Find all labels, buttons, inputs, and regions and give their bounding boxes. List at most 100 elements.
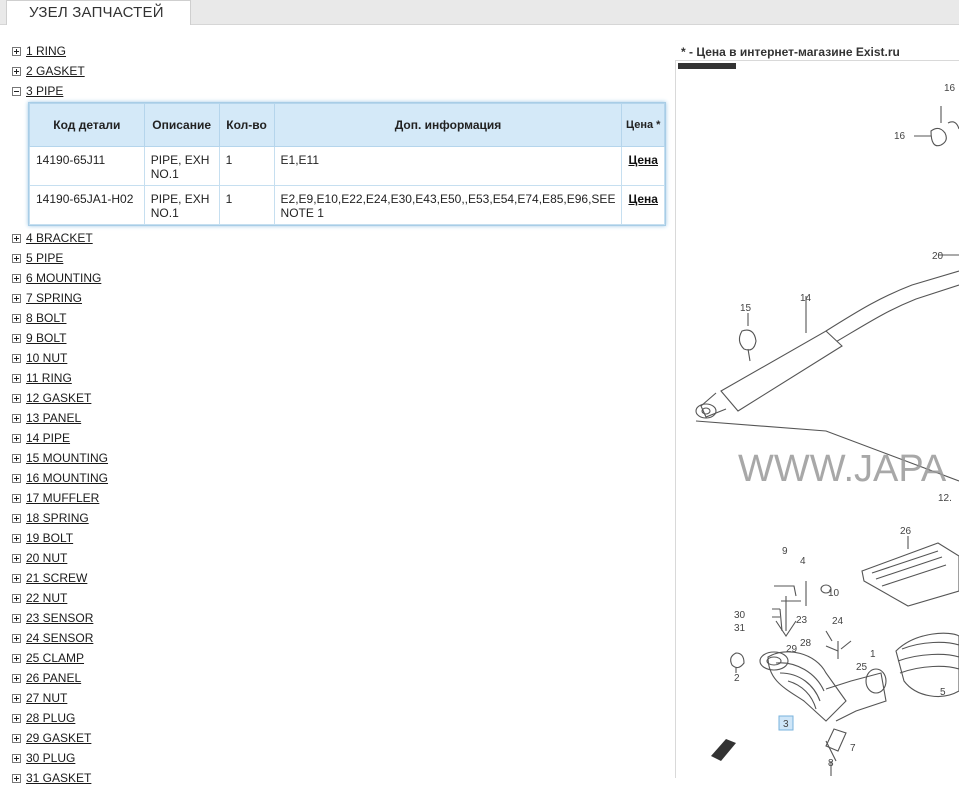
tree-item: 17 MUFFLER [12,488,672,508]
expand-icon[interactable] [12,713,21,723]
tree-item-link[interactable]: 14 PIPE [26,431,71,445]
expand-icon[interactable] [12,513,21,523]
tree-item-link[interactable]: 11 RING [26,371,72,385]
tree-item-link[interactable]: 24 SENSOR [26,631,94,645]
tree-item-link[interactable]: 21 SCREW [26,571,88,585]
tree-item: 27 NUT [12,688,672,708]
cell-qty: 1 [218,146,275,186]
expand-icon[interactable] [12,333,21,343]
expand-icon[interactable] [12,733,21,743]
cell-desc: PIPE, EXH NO.1 [143,185,220,225]
tree-item: 7 SPRING [12,288,672,308]
tree-item-link[interactable]: 12 GASKET [26,391,92,405]
tree-item: 3 PIPE [12,81,672,101]
tree-item-link[interactable]: 27 NUT [26,691,68,705]
tree-item: 10 NUT [12,348,672,368]
expand-icon[interactable] [12,353,21,363]
svg-text:16: 16 [894,131,906,142]
tree-item-link[interactable]: 25 CLAMP [26,651,85,665]
price-link[interactable]: Цена [628,192,658,206]
tree-item-link[interactable]: 5 PIPE [26,251,64,265]
expand-icon[interactable] [12,46,21,56]
table-header: Кол-во [218,103,275,147]
tree-item: 23 SENSOR [12,608,672,628]
expand-icon[interactable] [12,573,21,583]
table-header: Код детали [29,103,145,147]
callout-3: 3 [783,719,789,730]
svg-text:12.: 12. [938,493,952,504]
cell-info: E1,E11 [273,146,623,186]
expand-icon[interactable] [12,453,21,463]
expand-icon[interactable] [12,613,21,623]
tree-item-link[interactable]: 26 PANEL [26,671,82,685]
tree-item-link[interactable]: 19 BOLT [26,531,74,545]
table-header: Цена * [621,103,665,147]
expand-icon[interactable] [12,273,21,283]
tree-item-link[interactable]: 18 SPRING [26,511,89,525]
divider [675,60,959,61]
svg-text:23: 23 [796,615,808,626]
tree-item-link[interactable]: 2 GASKET [26,64,85,78]
expand-icon[interactable] [12,653,21,663]
top-bar: УЗЕЛ ЗАПЧАСТЕЙ [0,0,959,25]
expand-icon[interactable] [12,373,21,383]
tree-item: 24 SENSOR [12,628,672,648]
tree-item-link[interactable]: 31 GASKET [26,771,92,785]
tree-item-link[interactable]: 4 BRACKET [26,231,93,245]
expand-icon[interactable] [12,493,21,503]
expand-icon[interactable] [12,66,21,76]
expand-icon[interactable] [12,693,21,703]
tree-item-link[interactable]: 6 MOUNTING [26,271,102,285]
expand-icon[interactable] [12,673,21,683]
expand-icon[interactable] [12,593,21,603]
tree-item-link[interactable]: 23 SENSOR [26,611,94,625]
expand-icon[interactable] [12,293,21,303]
tree-item: 8 BOLT [12,308,672,328]
tree-item-link[interactable]: 15 MOUNTING [26,451,109,465]
expand-icon[interactable] [12,553,21,563]
tree-item-link[interactable]: 30 PLUG [26,751,76,765]
cell-desc: PIPE, EXH NO.1 [143,146,220,186]
expand-icon[interactable] [12,633,21,643]
price-link[interactable]: Цена [628,153,658,167]
tree-item: 18 SPRING [12,508,672,528]
svg-text:20: 20 [932,251,944,262]
tree-item-link[interactable]: 7 SPRING [26,291,83,305]
expand-icon[interactable] [12,473,21,483]
svg-text:26: 26 [900,526,912,537]
tab-parts-assembly[interactable]: УЗЕЛ ЗАПЧАСТЕЙ [6,0,191,25]
svg-text:28: 28 [800,638,812,649]
tree-item: 20 NUT [12,548,672,568]
exhaust-diagram-svg: 16 16 20 15 14 12. 26 9 4 10 30 23 31 24… [678,63,959,776]
svg-text:9: 9 [782,546,788,557]
tree-item-link[interactable]: 28 PLUG [26,711,76,725]
expand-icon[interactable] [12,433,21,443]
tree-item-link[interactable]: 20 NUT [26,551,68,565]
expand-icon[interactable] [12,413,21,423]
tree-item-link[interactable]: 9 BOLT [26,331,67,345]
tree-item: 28 PLUG [12,708,672,728]
cell-info: E2,E9,E10,E22,E24,E30,E43,E50,,E53,E54,E… [273,185,623,225]
expand-icon[interactable] [12,533,21,543]
tree-item-link[interactable]: 22 NUT [26,591,68,605]
expand-icon[interactable] [12,393,21,403]
tree-item: 29 GASKET [12,728,672,748]
tree-item-link[interactable]: 1 RING [26,44,67,58]
expand-icon[interactable] [12,233,21,243]
tree-item-link[interactable]: 10 NUT [26,351,68,365]
tree-item-link[interactable]: 13 PANEL [26,411,82,425]
expand-icon[interactable] [12,253,21,263]
tree-item-link[interactable]: 17 MUFFLER [26,491,100,505]
tree-item-link[interactable]: 8 BOLT [26,311,67,325]
tree-item: 1 RING [12,41,672,61]
tree-item: 12 GASKET [12,388,672,408]
tree-item-link[interactable]: 3 PIPE [26,84,64,98]
tree-item-link[interactable]: 16 MOUNTING [26,471,109,485]
expand-icon[interactable] [12,773,21,783]
expand-icon[interactable] [12,313,21,323]
tree-item-link[interactable]: 29 GASKET [26,731,92,745]
expand-icon[interactable] [12,753,21,763]
collapse-icon[interactable] [12,86,21,96]
